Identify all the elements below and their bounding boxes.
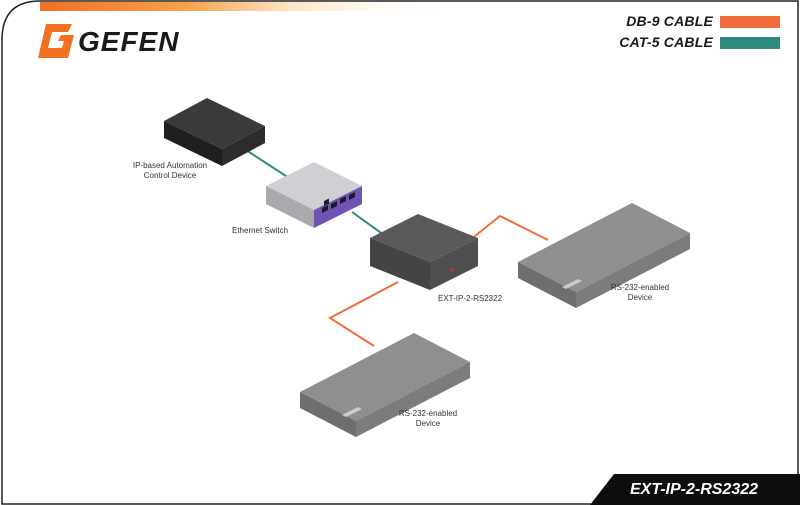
automation-device-icon [164,98,265,166]
extender-device-icon [370,214,478,290]
legend-db9-label: DB-9 CABLE [626,13,713,29]
automation-device-label-line1: IP-based Automation [132,161,208,170]
rs232-device-bottom-icon [300,333,470,437]
automation-device-label: IP-based Automation Control Device [110,161,230,181]
gefen-logo-icon [38,24,74,58]
model-tag-background [590,474,800,505]
ethernet-switch-icon [266,162,362,228]
top-accent-bar [40,2,460,11]
cat5-cable-automation-to-switch [242,147,293,181]
cat5-cable-swatch [720,37,780,49]
rs232-device-bottom-label: RS-232-enabled Device [378,409,478,429]
automation-device-label-line2: Control Device [143,171,197,180]
rs232-device-right-icon [518,203,690,308]
db9-cable-extender-to-right-device [469,214,549,241]
legend-cat5-label: CAT-5 CABLE [619,34,713,50]
db9-cable-extender-to-bottom-device [328,281,399,347]
rs232-device-right-label-line2: Device [627,293,653,302]
brand-logo-text: GEFEN [78,26,180,57]
db9-cable-swatch [720,16,780,28]
rs232-device-bottom-label-line1: RS-232-enabled [398,409,458,418]
ethernet-switch-label: Ethernet Switch [231,226,289,235]
extender-device-label: EXT-IP-2-RS2322 [437,294,503,303]
rs232-device-bottom-label-line2: Device [415,419,441,428]
model-tag: EXT-IP-2-RS2322 [629,481,759,498]
rs232-device-right-label-line1: RS-232-enabled [610,283,670,292]
rs232-device-right-label: RS-232-enabled Device [590,283,690,303]
